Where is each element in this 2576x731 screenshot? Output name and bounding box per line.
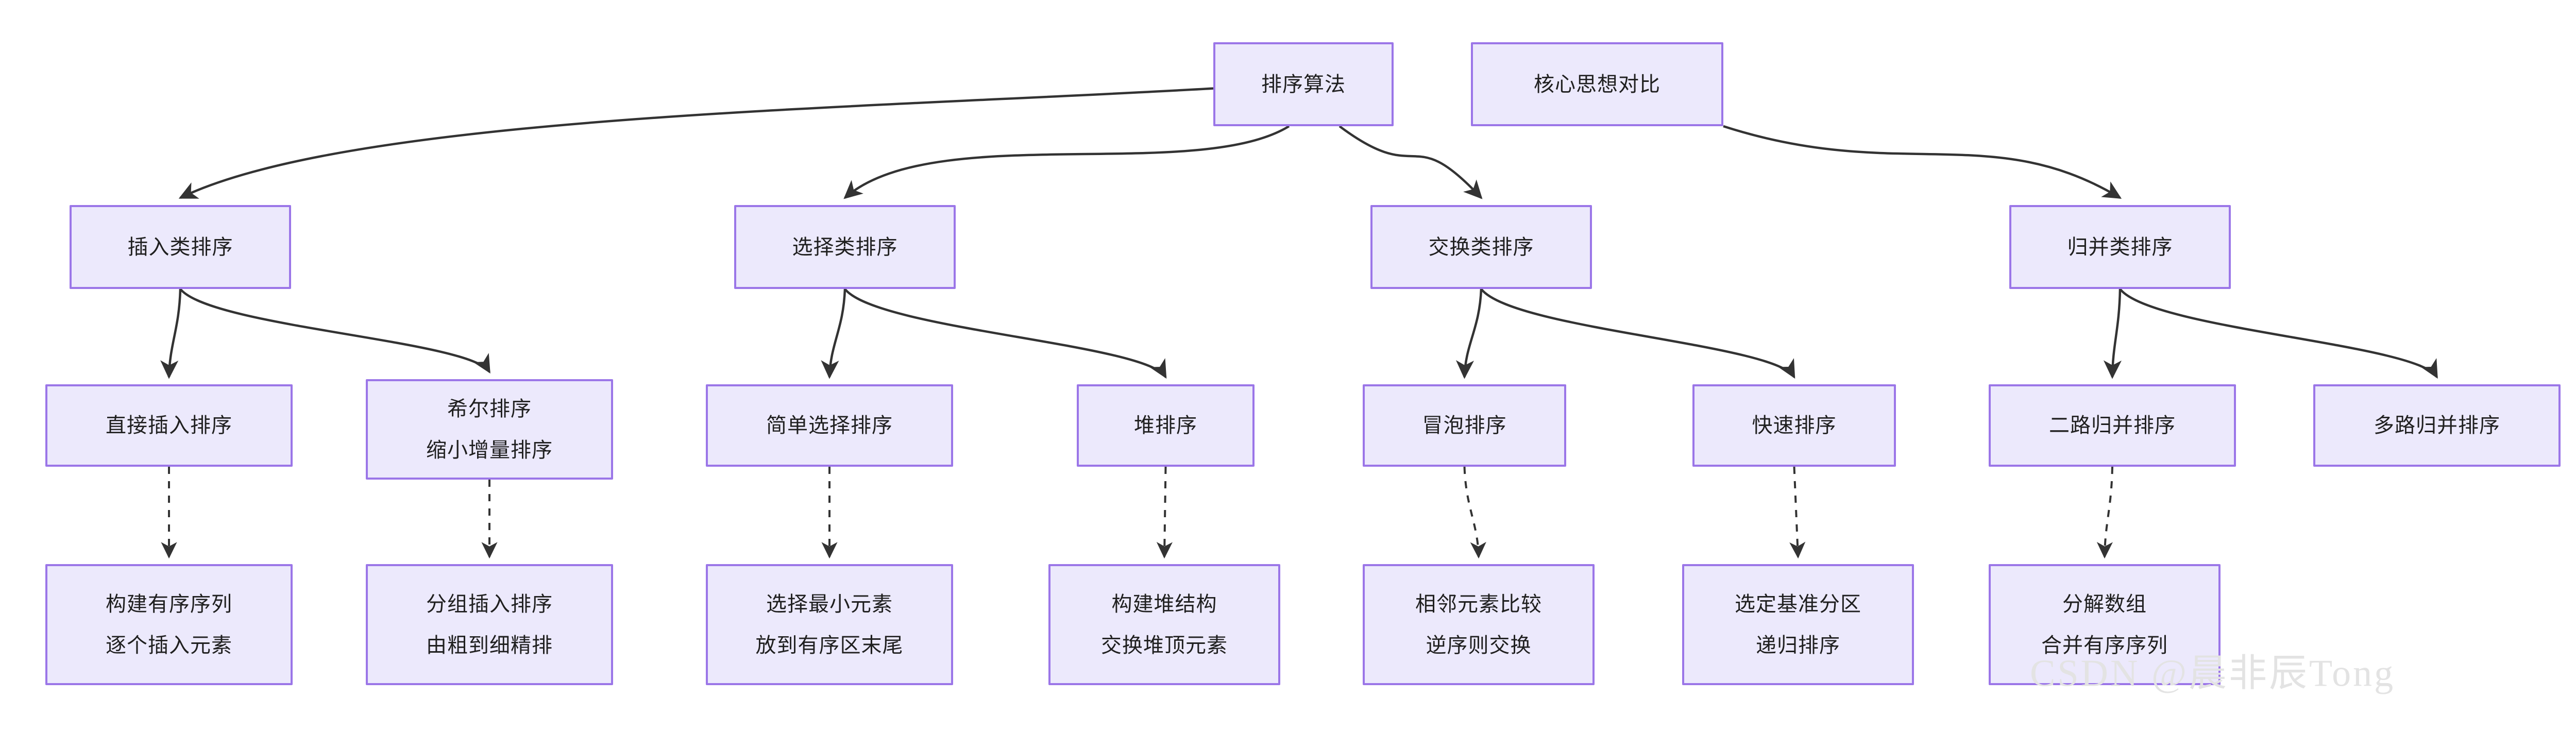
node-alg-quick[interactable]: 快速排序 <box>1692 384 1896 467</box>
node-sublabel: 递归排序 <box>1756 634 1840 657</box>
node-idea-bubble[interactable]: 相邻元素比较逆序则交换 <box>1363 564 1595 685</box>
node-label: 插入类排序 <box>127 235 233 259</box>
node-label: 选择最小元素 <box>766 592 893 616</box>
node-label: 选择类排序 <box>792 235 898 259</box>
node-label: 希尔排序 <box>447 397 532 420</box>
node-label: 归并类排序 <box>2067 235 2173 259</box>
node-cat-merge[interactable]: 归并类排序 <box>2009 205 2231 289</box>
edge-root-to-cat-merge <box>1723 125 2122 199</box>
edge-alg-quick-to-idea-quick <box>1789 466 1806 559</box>
edge-root-to-cat-select <box>843 125 1290 199</box>
node-sublabel: 逆序则交换 <box>1426 634 1532 657</box>
node-cat-select[interactable]: 选择类排序 <box>734 205 956 289</box>
node-sublabel: 交换堆顶元素 <box>1101 634 1228 657</box>
node-idea-shell[interactable]: 分组插入排序由粗到细精排 <box>366 564 613 685</box>
node-label: 相邻元素比较 <box>1415 592 1542 616</box>
node-label: 构建堆结构 <box>1111 592 1217 616</box>
node-label: 冒泡排序 <box>1422 414 1507 437</box>
node-sublabel: 放到有序区末尾 <box>755 634 904 657</box>
node-label: 选定基准分区 <box>1735 592 1861 616</box>
node-label: 分解数组 <box>2062 592 2147 616</box>
node-label: 快速排序 <box>1752 414 1837 437</box>
node-sublabel: 逐个插入元素 <box>106 634 232 657</box>
node-root[interactable]: 排序算法 <box>1213 42 1394 126</box>
node-label: 交换类排序 <box>1428 235 1534 259</box>
node-alg-shell[interactable]: 希尔排序缩小增量排序 <box>366 379 613 480</box>
edge-root-to-cat-insert <box>178 87 1214 199</box>
node-sublabel: 由粗到细精排 <box>426 634 553 657</box>
edge-alg-heap-to-idea-heap <box>1156 466 1173 559</box>
node-cat-insert[interactable]: 插入类排序 <box>70 205 291 289</box>
node-label: 简单选择排序 <box>766 414 893 437</box>
node-label: 多路归并排序 <box>2374 414 2500 437</box>
edge-cat-swap-to-alg-quick <box>1480 288 1795 379</box>
edge-cat-insert-to-alg-shell <box>179 288 490 374</box>
node-alg-direct-insert[interactable]: 直接插入排序 <box>45 384 293 467</box>
node-alg-multi-merge[interactable]: 多路归并排序 <box>2313 384 2561 467</box>
node-alg-simple-select[interactable]: 简单选择排序 <box>706 384 953 467</box>
edge-cat-select-to-alg-simple-select <box>821 288 846 379</box>
node-label: 核心思想对比 <box>1534 73 1660 96</box>
node-idea-merge[interactable]: 分解数组合并有序序列 <box>1989 564 2221 685</box>
edge-cat-swap-to-alg-bubble <box>1455 288 1483 379</box>
node-sublabel: 合并有序序列 <box>2041 634 2168 657</box>
node-label: 二路归并排序 <box>2049 414 2176 437</box>
node-label: 堆排序 <box>1134 414 1197 437</box>
edge-alg-bubble-to-idea-bubble <box>1463 466 1486 559</box>
edge-cat-merge-to-alg-multi-merge <box>2119 288 2438 379</box>
node-alg-bubble[interactable]: 冒泡排序 <box>1363 384 1566 467</box>
edge-cat-merge-to-alg-two-way-merge <box>2103 288 2122 379</box>
node-label: 构建有序序列 <box>106 592 232 616</box>
csdn-watermark: CSDN @晨非辰Tong <box>2030 652 2396 695</box>
node-alg-heap[interactable]: 堆排序 <box>1077 384 1255 467</box>
node-label: 直接插入排序 <box>106 414 232 437</box>
node-sublabel: 缩小增量排序 <box>426 438 553 462</box>
node-idea-insert[interactable]: 构建有序序列逐个插入元素 <box>45 564 293 685</box>
node-cat-swap[interactable]: 交换类排序 <box>1370 205 1592 289</box>
node-idea-quick[interactable]: 选定基准分区递归排序 <box>1682 564 1914 685</box>
node-compare[interactable]: 核心思想对比 <box>1471 42 1723 126</box>
node-alg-two-way-merge[interactable]: 二路归并排序 <box>1989 384 2236 467</box>
edge-cat-insert-to-alg-direct-insert <box>160 288 182 379</box>
node-label: 排序算法 <box>1261 73 1346 96</box>
node-idea-select[interactable]: 选择最小元素放到有序区末尾 <box>706 564 953 685</box>
edge-root-to-cat-swap <box>1338 125 1483 199</box>
edge-alg-two-way-merge-to-idea-merge <box>2096 466 2113 559</box>
edge-cat-select-to-alg-heap <box>844 288 1167 379</box>
node-label: 分组插入排序 <box>426 592 553 616</box>
node-idea-heap[interactable]: 构建堆结构交换堆顶元素 <box>1048 564 1280 685</box>
